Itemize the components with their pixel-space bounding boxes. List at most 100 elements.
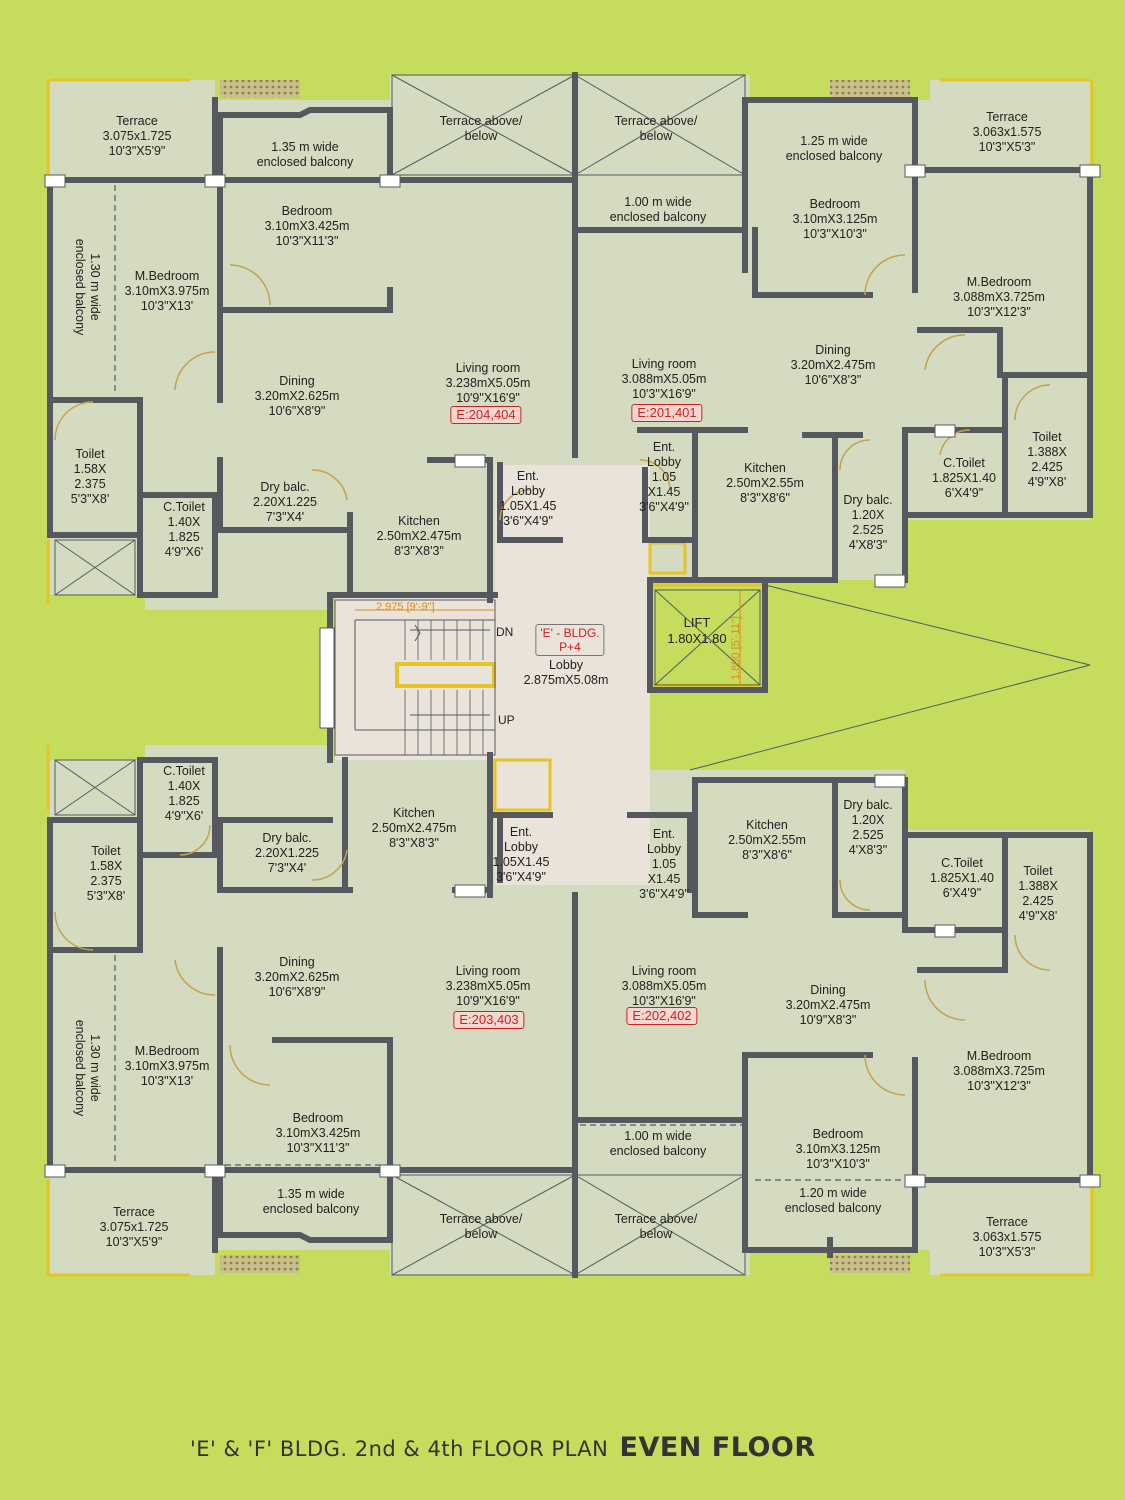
line: 1.30 m wide (88, 253, 102, 321)
line: 3.063x1.575 (972, 1230, 1042, 1244)
line: 2.50mX2.475m (371, 821, 457, 835)
line: 2.20X1.225 (253, 495, 317, 509)
line: 2.50mX2.475m (376, 529, 462, 543)
line: Living room (631, 357, 697, 371)
window-markers (44, 164, 1101, 1188)
line: enclosed balcony (609, 1144, 707, 1158)
line: 1.20X (851, 508, 885, 522)
line: 1.05 (651, 857, 677, 871)
line: Dry balc. (262, 831, 312, 845)
line: 4'9"X6' (164, 809, 204, 823)
walls (47, 72, 1093, 1278)
line: 1.825X1.40 (930, 871, 994, 885)
line: Dry balc. (843, 798, 893, 812)
line: M.Bedroom (134, 269, 200, 283)
line: Toilet (75, 447, 105, 461)
line: Ent. (652, 440, 676, 454)
terrace-above-label: Terrace above/ below (615, 1212, 698, 1242)
line: 1.80X1.80 (667, 631, 727, 646)
entrance-lobby-label: Ent. Lobby 1.05 X1.45 3'6"X4'9" (639, 827, 689, 902)
line: 3.10mX3.975m (124, 284, 210, 298)
line: 10'3"X12'3" (967, 305, 1031, 319)
line: 4'9"X8' (1027, 475, 1067, 489)
line: 4'X8'3" (848, 843, 888, 857)
dining-label: Dining 3.20mX2.475m 10'6"X8'3" (791, 343, 876, 388)
master-bedroom-label: M.Bedroom 3.10mX3.975m 10'3"X13' (125, 1044, 210, 1089)
line: Dry balc. (260, 480, 310, 494)
line: Terrace above/ (439, 114, 523, 128)
stair-dimension: 2.975 [9'-9"] (376, 601, 435, 613)
line: 4'X8'3" (848, 538, 888, 552)
entrance-lobby-label: Ent. Lobby 1.05X1.45 3'6"X4'9" (493, 825, 550, 885)
line: Dining (279, 955, 315, 969)
staircase (334, 599, 496, 756)
line: 10'6"X8'9" (268, 404, 326, 418)
line: 1.40X (167, 515, 201, 529)
bedroom-label: Bedroom 3.10mX3.425m 10'3"X11'3" (276, 1111, 361, 1156)
line: 2.425 (1022, 894, 1054, 908)
line: Terrace above/ (614, 1212, 698, 1226)
line: 10'9"X8'3" (799, 1013, 857, 1027)
line: 3.10mX3.425m (275, 1126, 361, 1140)
line: 10'3"X5'9" (108, 144, 166, 158)
line: 1.05X1.45 (499, 499, 557, 513)
enclosed-balcony-label: 1.35 m wide enclosed balcony (257, 140, 354, 170)
line: Bedroom (292, 1111, 344, 1125)
line: C.Toilet (163, 500, 205, 514)
line: 5'3"X8' (86, 889, 126, 903)
entrance-lobby-label: Ent. Lobby 1.05X1.45 3'6"X4'9" (500, 469, 557, 529)
dry-balcony-label: Dry balc. 2.20X1.225 7'3"X4' (253, 480, 317, 525)
line: 3'6"X4'9" (503, 514, 553, 528)
line: 3.10mX3.975m (124, 1059, 210, 1073)
line: 2.375 (74, 477, 106, 491)
living-room-label: Living room 3.238mX5.05m 10'9"X16'9" (446, 964, 531, 1009)
plan-title-prefix: 'E' & 'F' BLDG. 2nd & 4th FLOOR PLAN (190, 1437, 609, 1461)
common-toilet-label: C.Toilet 1.825X1.40 6'X4'9" (932, 456, 996, 501)
stair-up-label: UP (498, 713, 515, 727)
dining-label: Dining 3.20mX2.625m 10'6"X8'9" (255, 955, 340, 1000)
line: enclosed balcony (784, 1201, 882, 1215)
plan-title: 'E' & 'F' BLDG. 2nd & 4th FLOOR PLAN EVE… (190, 1432, 816, 1463)
toilet-label: Toilet 1.58X 2.375 5'3"X8' (71, 447, 109, 507)
line: 10'3"X5'3" (978, 1245, 1036, 1259)
line: Terrace (986, 1215, 1028, 1229)
line: 1.05 (651, 470, 677, 484)
line: Dry balc. (843, 493, 893, 507)
bedroom-label: Bedroom 3.10mX3.125m 10'3"X10'3" (796, 1127, 881, 1172)
line: 1.825 (168, 530, 200, 544)
master-bedroom-label: M.Bedroom 3.10mX3.975m 10'3"X13' (125, 269, 210, 314)
line: 'E' - BLDG. (540, 626, 600, 640)
line: 3.10mX3.125m (795, 1142, 881, 1156)
line: Terrace (116, 114, 158, 128)
toilet-label: Toilet 1.58X 2.375 5'3"X8' (87, 844, 125, 904)
line: 10'3"X10'3" (803, 227, 867, 241)
kitchen-label: Kitchen 2.50mX2.55m 8'3"X8'6" (726, 461, 804, 506)
line: 2.375 (90, 874, 122, 888)
line: 7'3"X4' (265, 510, 305, 524)
line: Kitchen (393, 806, 435, 820)
building-tag: 'E' - BLDG. P+4 (535, 624, 605, 656)
line: Bedroom (281, 204, 333, 218)
line: 1.58X (89, 859, 123, 873)
line: 1.05X1.45 (492, 855, 550, 869)
line: Bedroom (812, 1127, 864, 1141)
line: 10'3"X5'9" (105, 1235, 163, 1249)
living-room-label: Living room 3.088mX5.05m 10'3"X16'9" (622, 357, 707, 402)
line: 3'6"X4'9" (496, 870, 546, 884)
line: 4'9"X8' (1018, 909, 1058, 923)
line: 1.388X (1018, 879, 1058, 893)
line: 10'3"X11'3" (286, 1141, 350, 1155)
line: 8'3"X8'6" (742, 848, 792, 862)
terrace-label: Terrace 3.063x1.575 10'3"X5'3" (973, 1215, 1042, 1260)
kitchen-label: Kitchen 2.50mX2.475m 8'3"X8'3" (377, 514, 462, 559)
line: Lobby (646, 842, 682, 856)
line: Toilet (1023, 864, 1053, 878)
entrance-lobby-label: Ent. Lobby 1.05 X1.45 3'6"X4'9" (639, 440, 689, 515)
line: 3.20mX2.625m (254, 970, 340, 984)
line: M.Bedroom (134, 1044, 200, 1058)
line: 3.238mX5.05m (445, 376, 531, 390)
line: enclosed balcony (256, 155, 354, 169)
line: Lobby (548, 658, 584, 672)
terrace-above-boxes (54, 74, 1091, 1276)
